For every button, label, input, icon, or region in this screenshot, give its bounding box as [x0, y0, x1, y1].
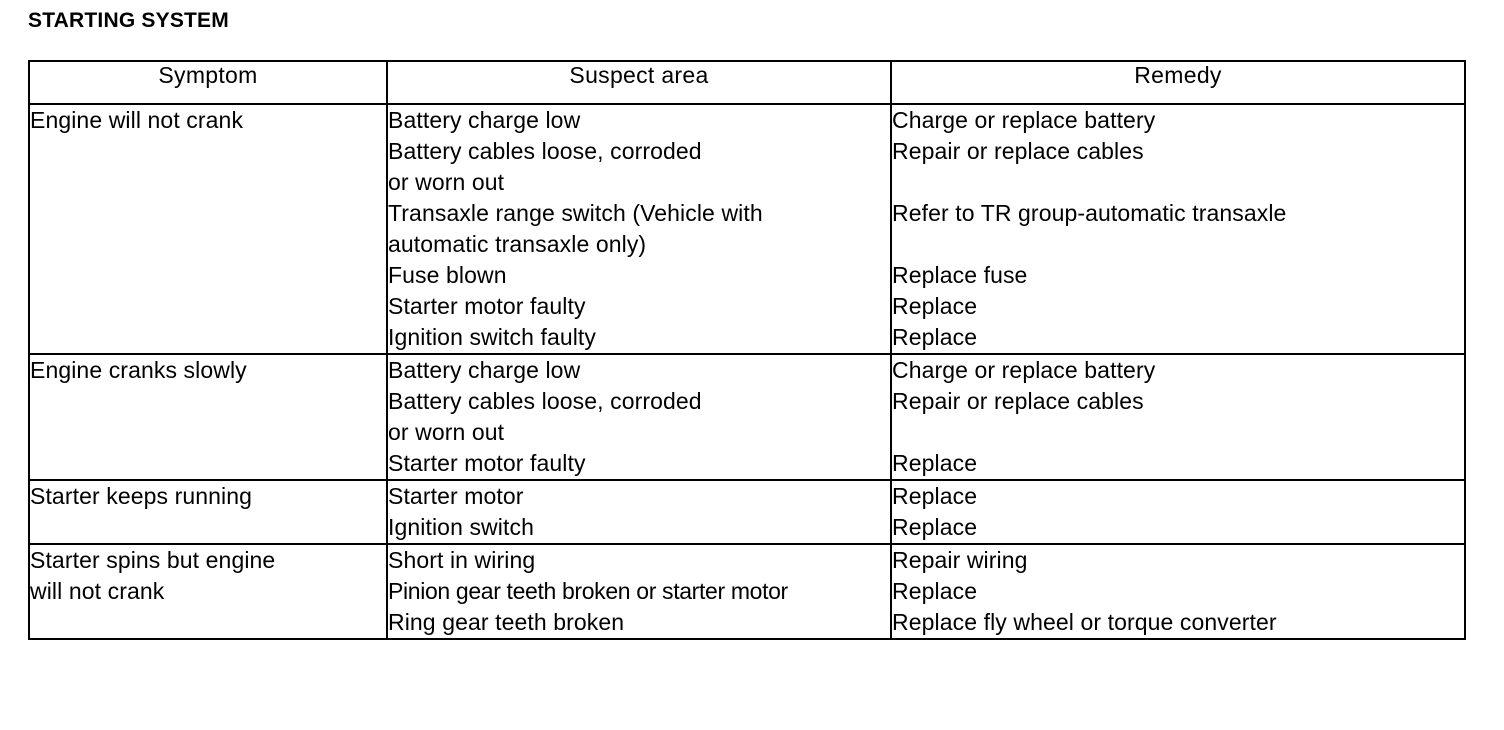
- table-header-row: Symptom Suspect area Remedy: [28, 60, 1466, 105]
- symptom-cell-line: Starter keeps running: [30, 483, 253, 509]
- symptom-cell-line: Engine will not crank: [30, 107, 244, 133]
- suspect-area-cell-line: Battery charge low: [388, 357, 581, 383]
- suspect-area-cell-line: Ignition switch: [388, 514, 534, 540]
- page-title: STARTING SYSTEM: [28, 9, 229, 32]
- column-header-suspect-area: Suspect area: [386, 60, 892, 105]
- suspect-area-cell-line: automatic transaxle only): [388, 231, 647, 257]
- suspect-area-cell-line: Starter motor faulty: [388, 450, 586, 476]
- symptom-cell: Starter spins but engine will not crank: [28, 543, 388, 640]
- suspect-area-cell-line: Pinion gear teeth broken or starter moto…: [388, 578, 788, 604]
- suspect-area-cell-line: Short in wiring: [388, 547, 536, 573]
- remedy-cell-line: Refer to TR group-automatic transaxle: [892, 200, 1287, 226]
- suspect-area-cell-line: Ignition switch faulty: [388, 324, 597, 350]
- suspect-area-cell-line: Ring gear teeth broken: [388, 609, 625, 635]
- suspect-area-cell-line: Transaxle range switch (Vehicle with: [388, 200, 763, 226]
- table-row: Starter spins but engine will not crank Sh…: [28, 543, 1466, 640]
- remedy-cell-line: Charge or replace battery: [892, 357, 1156, 383]
- remedy-cell-line: [892, 229, 1464, 260]
- remedy-cell-line: Repair or replace cables: [892, 138, 1144, 164]
- column-header-symptom: Symptom: [28, 60, 388, 105]
- symptom-cell: Engine will not crank: [28, 103, 388, 355]
- suspect-area-cell-line: or worn out: [388, 419, 505, 445]
- remedy-cell-line: Replace: [892, 324, 978, 350]
- symptom-cell-line: will not crank: [30, 578, 165, 604]
- remedy-cell-line: Replace: [892, 578, 978, 604]
- symptom-cell-line: Starter spins but engine: [30, 547, 276, 573]
- column-header-remedy: Remedy: [890, 60, 1466, 105]
- suspect-area-cell-line: or worn out: [388, 169, 505, 195]
- remedy-cell-line: [892, 417, 1464, 448]
- remedy-cell-line: Replace: [892, 293, 978, 319]
- table-header: Symptom Suspect area Remedy: [28, 60, 1466, 105]
- remedy-cell-line: Repair wiring: [892, 547, 1028, 573]
- suspect-area-cell-line: Battery charge low: [388, 107, 581, 133]
- remedy-cell-line: Replace: [892, 514, 978, 540]
- remedy-cell-line: Replace: [892, 483, 978, 509]
- remedy-cell-line: Replace fuse: [892, 262, 1028, 288]
- suspect-area-cell-line: Battery cables loose, corroded: [388, 388, 702, 414]
- symptom-cell-line: Engine cranks slowly: [30, 357, 247, 383]
- symptom-cell: Starter keeps running: [28, 479, 388, 545]
- remedy-cell-line: Charge or replace battery: [892, 107, 1156, 133]
- remedy-cell-line: Replace fly wheel or torque converter: [892, 609, 1277, 635]
- remedy-cell-line: [892, 167, 1464, 198]
- troubleshooting-table: Symptom Suspect area Remedy Engine will …: [28, 60, 1466, 640]
- suspect-area-cell-line: Battery cables loose, corroded: [388, 138, 702, 164]
- suspect-area-cell-line: Fuse blown: [388, 262, 507, 288]
- remedy-cell-line: Replace: [892, 450, 978, 476]
- suspect-area-cell-line: Starter motor: [388, 483, 524, 509]
- suspect-area-cell-line: Starter motor faulty: [388, 293, 586, 319]
- remedy-cell-line: Repair or replace cables: [892, 388, 1144, 414]
- symptom-cell: Engine cranks slowly: [28, 353, 388, 481]
